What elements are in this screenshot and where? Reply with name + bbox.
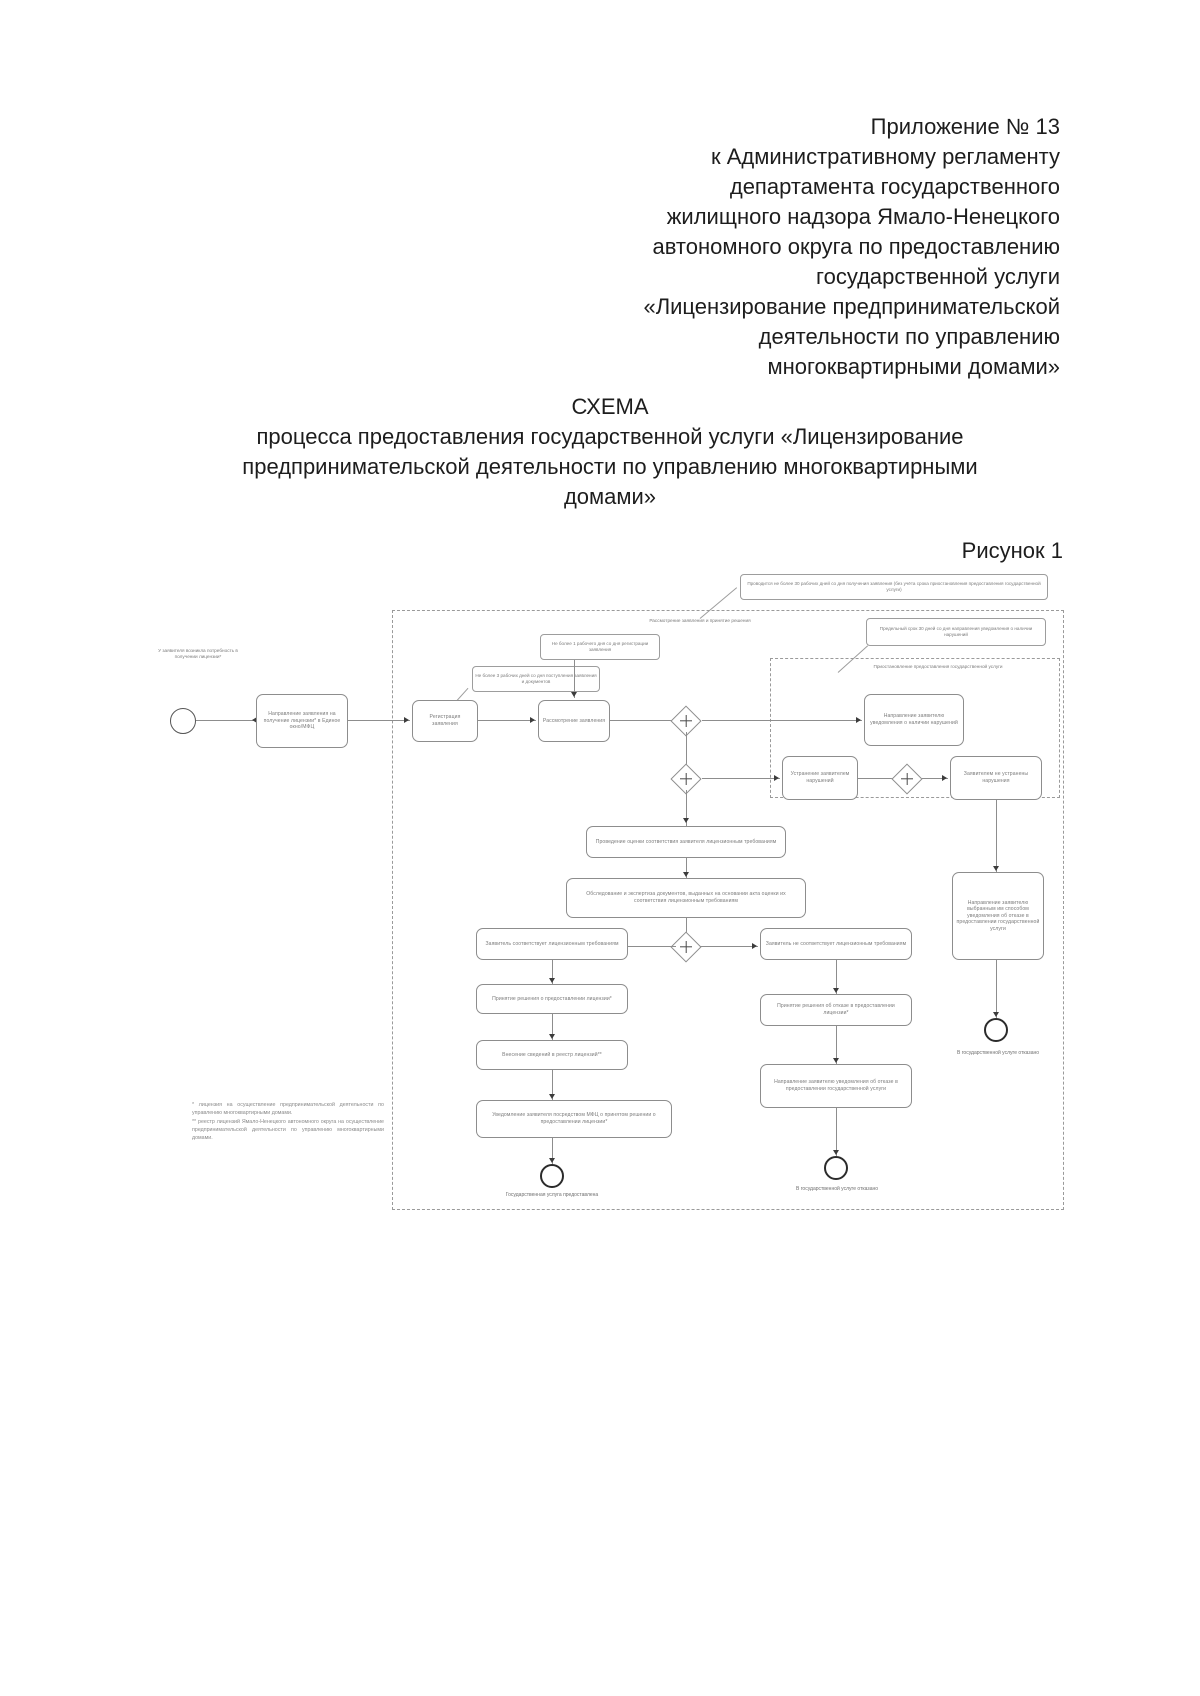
annotation-1-working-day: Не более 1 рабочего дня со дня регистрац…	[540, 634, 660, 660]
task-applicant-not-compliant: Заявитель не соответствует лицензионным …	[760, 928, 912, 960]
process-flow-diagram: Проводится не более 30 рабочих дней со д…	[0, 560, 1200, 1260]
flow-n14-to-end2	[836, 1108, 837, 1156]
flow-arrow-n14	[833, 1058, 839, 1063]
flow-n15-to-end1	[552, 1138, 553, 1164]
flow-n13-to-n15	[552, 1070, 553, 1100]
flow-start-to-n1	[196, 720, 256, 721]
flow-arrow-n5	[774, 775, 779, 781]
flow-gw1-to-n4	[702, 720, 862, 721]
flow-arrow-n12	[833, 988, 839, 993]
freetext-review-decision: Рассмотрение заявления и принятие решени…	[649, 618, 751, 623]
flow-arrow-n16	[993, 866, 999, 871]
end-event-service-refused-label: В государственной услуге отказано	[795, 1186, 879, 1192]
flow-gw4-to-n10	[700, 946, 758, 947]
task-notify-violations: Направление заявителю уведомления о нали…	[864, 694, 964, 746]
flow-arrow-n10	[752, 943, 757, 949]
header-line-3: департамента государственного	[729, 174, 1060, 199]
header-line-2: к Административному регламенту	[710, 144, 1060, 169]
flow-n9-to-n11	[552, 960, 553, 984]
flow-arrow-n6	[942, 775, 947, 781]
header-line-5: автономного округа по предоставлению	[652, 234, 1060, 259]
title-line-2: предпринимательской деятельности по упра…	[242, 454, 978, 479]
task-applicant-compliant: Заявитель соответствует лицензионным тре…	[476, 928, 628, 960]
flow-gw2-to-n7	[686, 790, 687, 826]
start-event-note: У заявителя возникла потребность в получ…	[158, 648, 238, 660]
task-review-application: Рассмотрение заявления	[538, 700, 610, 742]
end-event-service-refused-alt-label: В государственной услуге отказано	[956, 1050, 1040, 1056]
task-submit-application: Направление заявления на получение лицен…	[256, 694, 348, 748]
end-event-service-provided	[540, 1164, 564, 1188]
flow-arrow-n11	[549, 978, 555, 983]
document-header: Приложение № 13 к Административному регл…	[520, 112, 1060, 382]
end-event-service-provided-label: Государственная услуга предоставлена	[505, 1192, 599, 1198]
flow-n7-to-n8	[686, 858, 687, 878]
start-event	[170, 708, 196, 734]
task-grant-license-decision: Принятие решения о предоставлении лиценз…	[476, 984, 628, 1014]
title-heading: СХЕМА	[571, 394, 649, 419]
task-refuse-license-decision: Принятие решения об отказе в предоставле…	[760, 994, 912, 1026]
flow-n8-to-gw4	[686, 918, 687, 942]
flow-arrow-end3	[993, 1012, 999, 1017]
task-add-to-register: Внесение сведений в реестр лицензий**	[476, 1040, 628, 1070]
flow-n1-to-n2	[348, 720, 410, 721]
task-resolve-violations: Устранение заявителем нарушений	[782, 756, 858, 800]
annotation-arrow-2	[571, 692, 577, 697]
task-notify-refusal-chosen-method: Направление заявителю выбранным им спосо…	[952, 872, 1044, 960]
flow-arrow-n1	[252, 717, 257, 723]
footnote-line-1: * лицензия на осуществление предпринимат…	[192, 1102, 384, 1117]
task-register-application: Регистрация заявления	[412, 700, 478, 742]
annotation-leader-2	[574, 660, 575, 698]
flow-n11-to-n13	[552, 1014, 553, 1040]
header-line-8: деятельности по управлению	[758, 324, 1060, 349]
task-notify-via-mfc: Уведомление заявителя посредством МФЦ о …	[476, 1100, 672, 1138]
task-expertise-documents: Обследование и экспертиза документов, вы…	[566, 878, 806, 918]
flow-n12-to-n14	[836, 1026, 837, 1064]
end-event-service-refused-alt	[984, 1018, 1008, 1042]
flow-arrow-n15	[549, 1094, 555, 1099]
flow-n2-to-n3	[478, 720, 536, 721]
flow-n10-to-n12	[836, 960, 837, 994]
header-line-9: многоквартирными домами»	[767, 354, 1060, 379]
flow-n5-to-gw3	[858, 778, 902, 779]
header-line-4: жилищного надзора Ямало-Ненецкого	[666, 204, 1060, 229]
figure-label: Рисунок 1	[961, 538, 1063, 563]
header-line-6: государственной услуги	[816, 264, 1060, 289]
header-line-7: «Лицензирование предпринимательской	[643, 294, 1060, 319]
title-line-3: домами»	[563, 484, 657, 509]
footnote-line-2: ** реестр лицензий Ямало-Ненецкого автон…	[192, 1118, 384, 1142]
flow-arrow-end1	[549, 1158, 555, 1163]
page-title: СХЕМА процесса предоставления государств…	[150, 392, 1070, 512]
header-line-1: Приложение № 13	[870, 114, 1060, 139]
flow-arrow-n8	[683, 872, 689, 877]
title-line-1: процесса предоставления государственной …	[256, 424, 964, 449]
diagram-pool-suspension	[770, 658, 1060, 798]
end-event-service-refused	[824, 1156, 848, 1180]
flow-arrow-n7	[683, 818, 689, 823]
annotation-deadline-30-days: Проводится не более 30 рабочих дней со д…	[740, 574, 1048, 600]
task-notify-refusal: Направление заявителю уведомления об отк…	[760, 1064, 912, 1108]
flow-arrow-end2	[833, 1150, 839, 1155]
task-violations-unresolved: Заявителем не устранены нарушения	[950, 756, 1042, 800]
flow-arrow-n2	[404, 717, 409, 723]
annotation-deadline-30-days-violations: Предельный срок 30 дней со дня направлен…	[866, 618, 1046, 646]
task-assess-compliance: Проведение оценки соответствия заявителя…	[586, 826, 786, 858]
flow-arrow-n3	[530, 717, 535, 723]
flow-arrow-n4	[856, 717, 861, 723]
flow-n6-to-n16	[996, 800, 997, 872]
flow-n3-to-gw1	[610, 720, 674, 721]
diagram-pool-outer	[392, 610, 1064, 1210]
flow-gw1-to-gw2	[686, 732, 687, 774]
footnote-block: * лицензия на осуществление предпринимат…	[192, 1101, 384, 1142]
flow-gw2-to-n5	[702, 778, 780, 779]
flow-n16-to-end3	[996, 960, 997, 1018]
flow-arrow-n13	[549, 1034, 555, 1039]
annotation-3-working-days: Не более 3 рабочих дней со дня поступлен…	[472, 666, 600, 692]
freetext-suspension: Приостановление предоставления государст…	[873, 664, 1003, 669]
flow-gw3-to-n6	[922, 778, 948, 779]
